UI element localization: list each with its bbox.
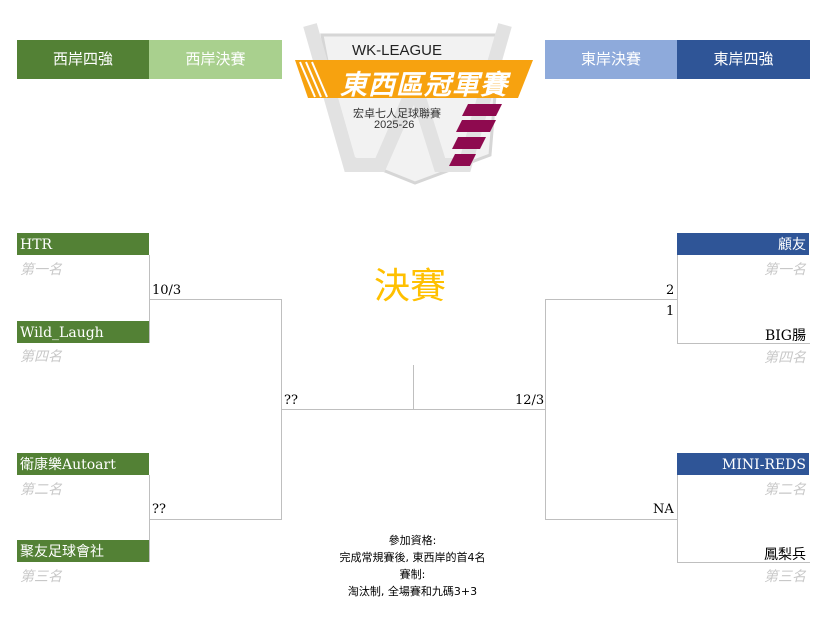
- bracket-line: [149, 519, 282, 520]
- east-team-pineapple[interactable]: 鳳梨兵: [764, 547, 806, 563]
- rank-label: 第一名: [20, 262, 62, 278]
- bracket-line: [677, 343, 810, 344]
- west-semis-header: 西岸四強: [17, 40, 149, 79]
- bracket-line: [413, 365, 414, 409]
- logo-subtitle: 宏卓七人足球聯賽: [353, 107, 441, 120]
- west-team-wild-laugh[interactable]: Wild_Laugh: [17, 321, 149, 343]
- logo-league-name: WK-LEAGUE: [352, 42, 443, 59]
- east-team-guyou[interactable]: 顧友: [677, 233, 809, 255]
- league-logo: WK-LEAGUE 東西區冠軍賽 宏卓七人足球聯賽 2025-26: [290, 15, 540, 190]
- notes-line: 參加資格:: [388, 534, 437, 547]
- bracket-line: [281, 409, 546, 410]
- bracket-line: [545, 519, 677, 520]
- east-team-mini-reds[interactable]: MINI-REDS: [677, 453, 809, 475]
- match-date: 10/3: [152, 283, 182, 298]
- logo-title: 東西區冠軍賽: [340, 70, 508, 101]
- logo-season: 2025-26: [374, 119, 415, 131]
- score-b: 1: [666, 304, 675, 319]
- west-final-score: ??: [284, 393, 298, 408]
- logo-emblem-icon: [295, 23, 533, 185]
- west-team-autoart[interactable]: 衛康樂Autoart: [17, 453, 149, 475]
- west-team-htr[interactable]: HTR: [17, 233, 149, 255]
- tournament-notes: 參加資格: 完成常規賽後, 東西岸的首4名 賽制: 淘汰制, 全場賽和九碼3+3: [300, 532, 525, 600]
- notes-line: 完成常規賽後, 東西岸的首4名: [339, 551, 486, 564]
- rank-label: 第二名: [20, 482, 62, 498]
- final-date: 12/3: [515, 393, 545, 408]
- bracket-line: [677, 562, 810, 563]
- east-team-big[interactable]: BIG腸: [764, 328, 806, 344]
- rank-label: 第三名: [764, 569, 806, 585]
- rank-label: 第三名: [20, 569, 62, 585]
- score-a: 2: [666, 283, 675, 298]
- rank-label: 第二名: [764, 482, 806, 498]
- final-title: 決賽: [374, 266, 447, 307]
- rank-label: 第四名: [20, 349, 62, 365]
- east-final-header: 東岸決賽: [545, 40, 677, 79]
- bracket-line: [677, 255, 678, 343]
- west-team-juyou[interactable]: 聚友足球會社: [17, 540, 149, 562]
- rank-label: 第四名: [764, 350, 806, 366]
- rank-label: 第一名: [764, 262, 806, 278]
- bracket-line: [149, 299, 282, 300]
- west-final-header: 西岸決賽: [149, 40, 282, 79]
- match-date: ??: [152, 502, 166, 517]
- match-score: NA: [653, 502, 674, 517]
- notes-line: 賽制:: [399, 568, 426, 581]
- bracket-line: [149, 475, 150, 562]
- east-semis-header: 東岸四強: [677, 40, 810, 79]
- bracket-line: [677, 475, 678, 562]
- notes-line: 淘汰制, 全場賽和九碼3+3: [347, 585, 478, 598]
- bracket-line: [545, 299, 677, 300]
